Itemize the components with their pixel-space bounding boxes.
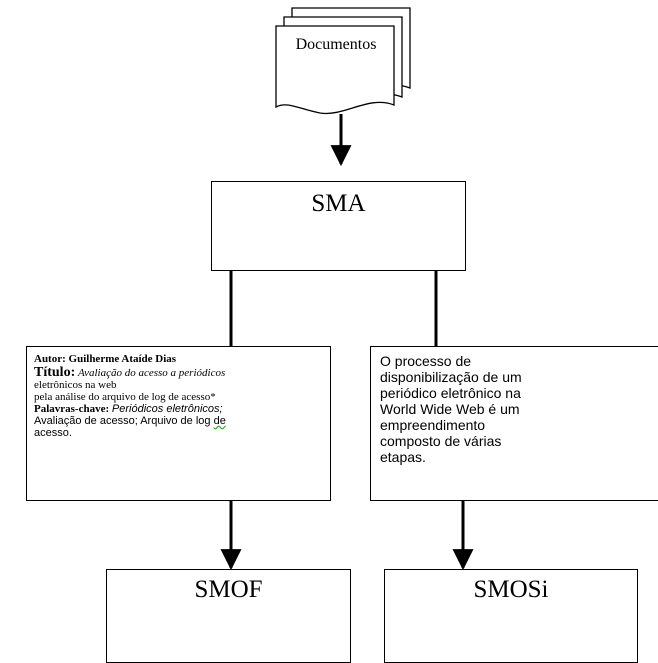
author-label: Autor: [34, 353, 66, 365]
keywords-value-1: Periódicos eletrônicos; [111, 403, 223, 415]
left-note-box: Autor: Guilherme Ataíde Dias Título: Ava… [26, 346, 331, 501]
right-note-line-2: disponibilização de um [380, 369, 522, 385]
sma-label: SMA [311, 190, 366, 217]
smosi-box: SMOSi [384, 569, 638, 663]
right-note-box: O processo de disponibilização de um per… [370, 346, 658, 501]
smof-box: SMOF [106, 569, 351, 663]
keywords-line: Palavras-chave: Periódicos eletrônicos; [34, 403, 323, 415]
documents-label: Documentos [295, 36, 377, 53]
keywords-line-2: Avaliação de acesso; Arquivo de log de [34, 415, 323, 427]
title-label: Título: [34, 365, 76, 380]
document-page-front [275, 25, 395, 115]
keywords-value-2b: de [213, 415, 226, 427]
right-note-line-4: World Wide Web é um [380, 401, 520, 417]
keywords-label: Palavras-chave: [34, 403, 110, 415]
smof-label: SMOF [194, 576, 263, 603]
author-value: Guilherme Ataíde Dias [68, 353, 177, 365]
title-value-3: pela análise do arquivo de log de acesso… [34, 391, 216, 403]
right-note-line-1: O processo de [380, 353, 472, 369]
right-note-line-3: periódico eletrônico na [380, 385, 521, 401]
right-note-line-7: etapas. [380, 449, 426, 465]
smosi-label: SMOSi [473, 576, 549, 603]
right-note-line-6: composto de várias [380, 433, 502, 449]
keywords-value-2a: Avaliação de acesso; Arquivo de log [34, 415, 214, 427]
documents-stack-icon [275, 7, 411, 115]
keywords-value-3: acesso. [34, 427, 72, 439]
title-value-1: Avaliação do acesso a periódicos [77, 367, 226, 379]
author-line: Autor: Guilherme Ataíde Dias [34, 353, 323, 365]
title-line: Título: Avaliação do acesso a periódicos [34, 365, 323, 380]
right-note-line-5: empreendimento [380, 417, 486, 433]
title-value-2: eletrônicos na web [34, 379, 117, 391]
sma-box: SMA [211, 181, 466, 271]
